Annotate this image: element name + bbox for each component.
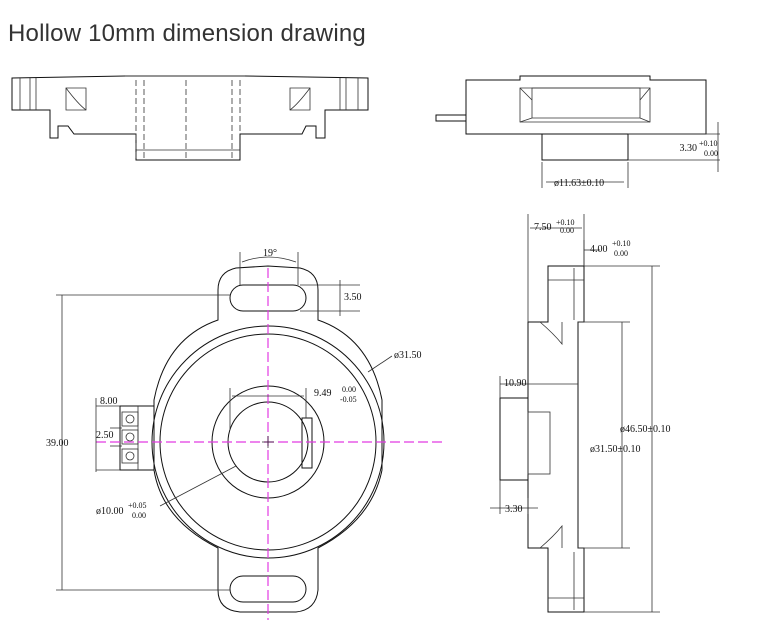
flat-offset-tol-up: 0.00 [342, 385, 356, 394]
hub-height-dim: 3.30 [680, 143, 698, 154]
hub-diameter-dim: ø11.63±0.10 [554, 178, 604, 189]
bore-tol-up: +0.05 [128, 501, 147, 510]
total-length-dim: ø46.50±0.10 [620, 424, 671, 435]
connector-width-dim: 8.00 [100, 396, 118, 407]
pin-pitch-dim: 2.50 [96, 430, 114, 441]
flange-width-tol-dn: 0.00 [614, 249, 628, 258]
overall-height-dim: 39.00 [46, 438, 69, 449]
front-view: 19° 3.50 ø31.50 9.49 0.00 -0.05 8.00 2.5… [46, 248, 445, 620]
angle-dim: 19° [263, 248, 277, 259]
bore-dim: ø10.00 [96, 506, 124, 517]
flat-offset-dim: 9.49 [314, 388, 332, 399]
side-width-tol-up: +0.10 [556, 218, 575, 227]
flat-offset-tol-dn: -0.05 [340, 395, 357, 404]
hub-height-side-dim: 3.30 [505, 504, 523, 515]
bore-tol-dn: 0.00 [132, 511, 146, 520]
page-title: Hollow 10mm dimension drawing [8, 20, 366, 47]
hub-height-tol-dn: 0.00 [704, 149, 718, 158]
body-length-dim: ø31.50±0.10 [590, 444, 641, 455]
profile-view: 7.50 +0.10 0.00 4.00 +0.10 0.00 10.90 3.… [490, 214, 671, 613]
side-view-left [11, 75, 369, 161]
flange-width-tol-up: +0.10 [612, 239, 631, 248]
side-view-right: ø11.63±0.10 3.30 +0.10 0.00 [435, 75, 720, 189]
body-width-dim: 10.90 [504, 378, 527, 389]
side-width-tol-dn: 0.00 [560, 226, 574, 235]
hub-height-tol-up: +0.10 [699, 139, 718, 148]
outer-diameter-dim: ø31.50 [394, 350, 422, 361]
slot-height-dim: 3.50 [344, 292, 362, 303]
side-width-dim: 7.50 [534, 222, 552, 233]
flange-width-dim: 4.00 [590, 244, 608, 255]
